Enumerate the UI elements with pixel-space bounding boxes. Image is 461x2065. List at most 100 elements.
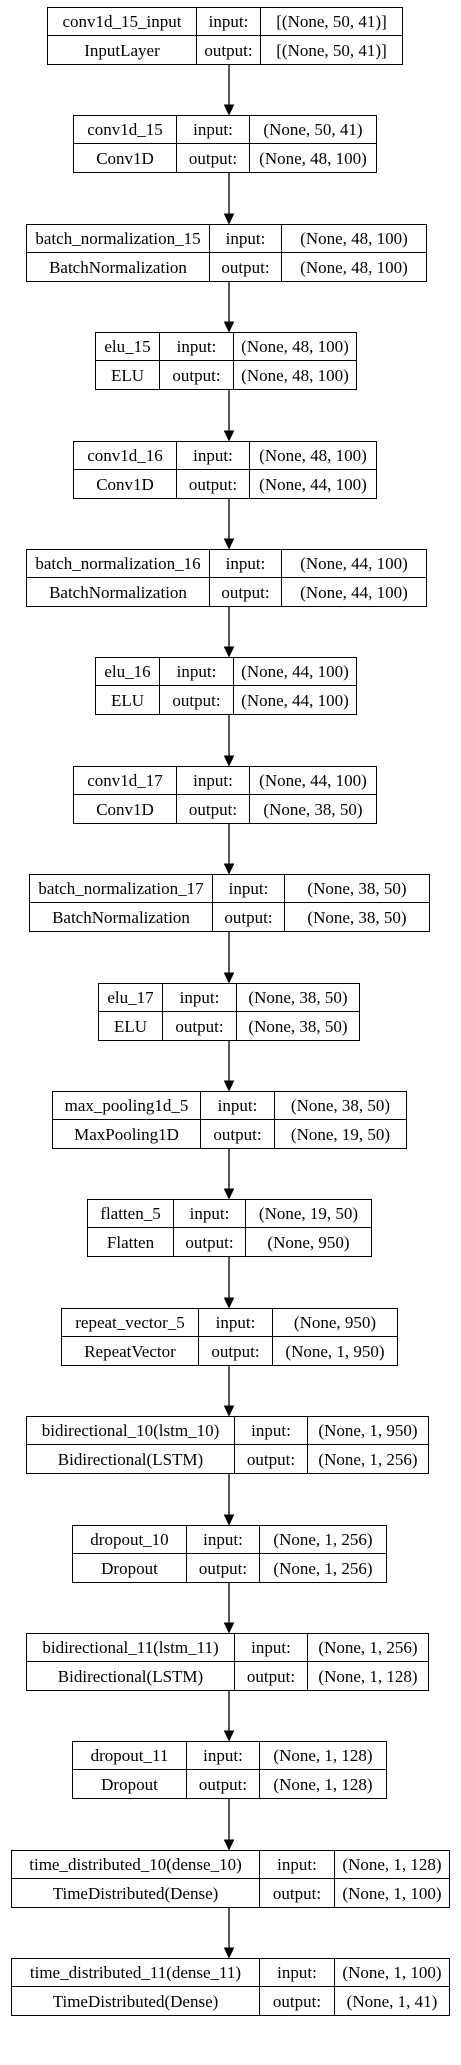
output-shape: (None, 48, 100): [300, 257, 408, 277]
input-label: input:: [177, 767, 250, 795]
layer-node-time-distributed-10: time_distributed_10(dense_10)input:(None…: [11, 1850, 450, 1908]
layer-type: TimeDistributed(Dense): [12, 1879, 260, 1907]
layer-name: conv1d_16: [74, 442, 177, 470]
input-shape: (None, 48, 100): [250, 442, 376, 470]
output-shape: (None, 1, 256): [318, 1449, 418, 1469]
input-label: input:: [174, 1200, 246, 1228]
output-label: output:: [177, 470, 250, 498]
layer-type: BatchNormalization: [27, 253, 210, 281]
input-shape: (None, 44, 100): [234, 658, 356, 686]
input-shape: (None, 48, 100): [282, 225, 426, 253]
layer-name: batch_normalization_15: [27, 225, 210, 253]
output-shape: (None, 38, 50): [263, 799, 363, 819]
input-label: input:: [199, 1309, 273, 1337]
input-shape: (None, 50, 41): [250, 116, 376, 144]
output-shape: (None, 1, 950): [285, 1341, 385, 1361]
input-label: input:: [260, 1959, 335, 1987]
input-shape: (None, 1, 950): [308, 1417, 428, 1445]
arrowhead-icon: [223, 1405, 235, 1417]
arrowhead-icon: [223, 1080, 235, 1092]
layer-type: InputLayer: [48, 36, 197, 64]
output-shape: (None, 1, 256): [273, 1558, 373, 1578]
layer-node-bidirectional-10: bidirectional_10(lstm_10)input:(None, 1,…: [26, 1416, 429, 1474]
layer-type: Conv1D: [74, 470, 177, 498]
output-shape: (None, 1, 41): [346, 1991, 438, 2011]
output-label: output:: [210, 578, 282, 606]
arrowhead-icon: [223, 430, 235, 442]
output-label: output:: [187, 1554, 260, 1582]
input-shape: [(None, 50, 41)]: [261, 8, 402, 36]
layer-type: Flatten: [88, 1228, 174, 1256]
output-label: output:: [174, 1228, 246, 1256]
layer-name: dropout_10: [73, 1526, 187, 1554]
input-shape: (None, 44, 100): [250, 767, 376, 795]
input-label: input:: [177, 442, 250, 470]
layer-type: Bidirectional(LSTM): [27, 1445, 235, 1473]
output-label: output:: [213, 903, 285, 931]
layer-name: batch_normalization_17: [30, 875, 213, 903]
output-shape: (None, 950): [267, 1232, 350, 1252]
arrowhead-icon: [223, 538, 235, 550]
layer-name: repeat_vector_5: [62, 1309, 199, 1337]
layer-type: Bidirectional(LSTM): [27, 1662, 235, 1690]
output-label: output:: [201, 1120, 275, 1148]
layer-type: ELU: [99, 1012, 163, 1040]
input-label: input:: [187, 1742, 260, 1770]
output-label: output:: [260, 1987, 335, 2015]
input-shape: (None, 1, 256): [308, 1634, 428, 1662]
input-label: input:: [177, 116, 250, 144]
input-label: input:: [235, 1634, 308, 1662]
output-shape: (None, 1, 100): [342, 1883, 442, 1903]
output-shape: (None, 38, 50): [307, 907, 407, 927]
output-shape: (None, 44, 100): [300, 582, 408, 602]
input-shape: (None, 1, 256): [260, 1526, 386, 1554]
output-shape: [(None, 50, 41)]: [276, 40, 387, 60]
input-shape: (None, 48, 100): [234, 333, 356, 361]
arrowhead-icon: [223, 646, 235, 658]
arrowhead-icon: [223, 321, 235, 333]
input-shape: (None, 1, 128): [335, 1851, 449, 1879]
output-shape: (None, 38, 50): [248, 1016, 348, 1036]
input-label: input:: [197, 8, 261, 36]
output-shape: (None, 44, 100): [259, 474, 367, 494]
output-shape: (None, 48, 100): [259, 148, 367, 168]
output-shape: (None, 1, 128): [273, 1774, 373, 1794]
layer-type: Conv1D: [74, 795, 177, 823]
layer-name: flatten_5: [88, 1200, 174, 1228]
layer-name: elu_15: [96, 333, 160, 361]
layer-name: max_pooling1d_5: [53, 1092, 201, 1120]
layer-type: Conv1D: [74, 144, 177, 172]
output-label: output:: [260, 1879, 335, 1907]
layer-type: RepeatVector: [62, 1337, 199, 1365]
arrowhead-icon: [223, 1297, 235, 1309]
layer-type: TimeDistributed(Dense): [12, 1987, 260, 2015]
layer-name: conv1d_15_input: [48, 8, 197, 36]
output-label: output:: [187, 1770, 260, 1798]
layer-name: elu_16: [96, 658, 160, 686]
layer-name: dropout_11: [73, 1742, 187, 1770]
layer-type: ELU: [96, 686, 160, 714]
arrowhead-icon: [223, 213, 235, 225]
input-shape: (None, 950): [273, 1309, 397, 1337]
output-label: output:: [160, 686, 234, 714]
input-shape: (None, 38, 50): [275, 1092, 406, 1120]
output-shape: (None, 1, 128): [318, 1666, 418, 1686]
input-label: input:: [260, 1851, 335, 1879]
layer-name: conv1d_17: [74, 767, 177, 795]
layer-name: time_distributed_11(dense_11): [12, 1959, 260, 1987]
arrowhead-icon: [223, 755, 235, 767]
input-label: input:: [235, 1417, 308, 1445]
output-label: output:: [160, 361, 234, 389]
